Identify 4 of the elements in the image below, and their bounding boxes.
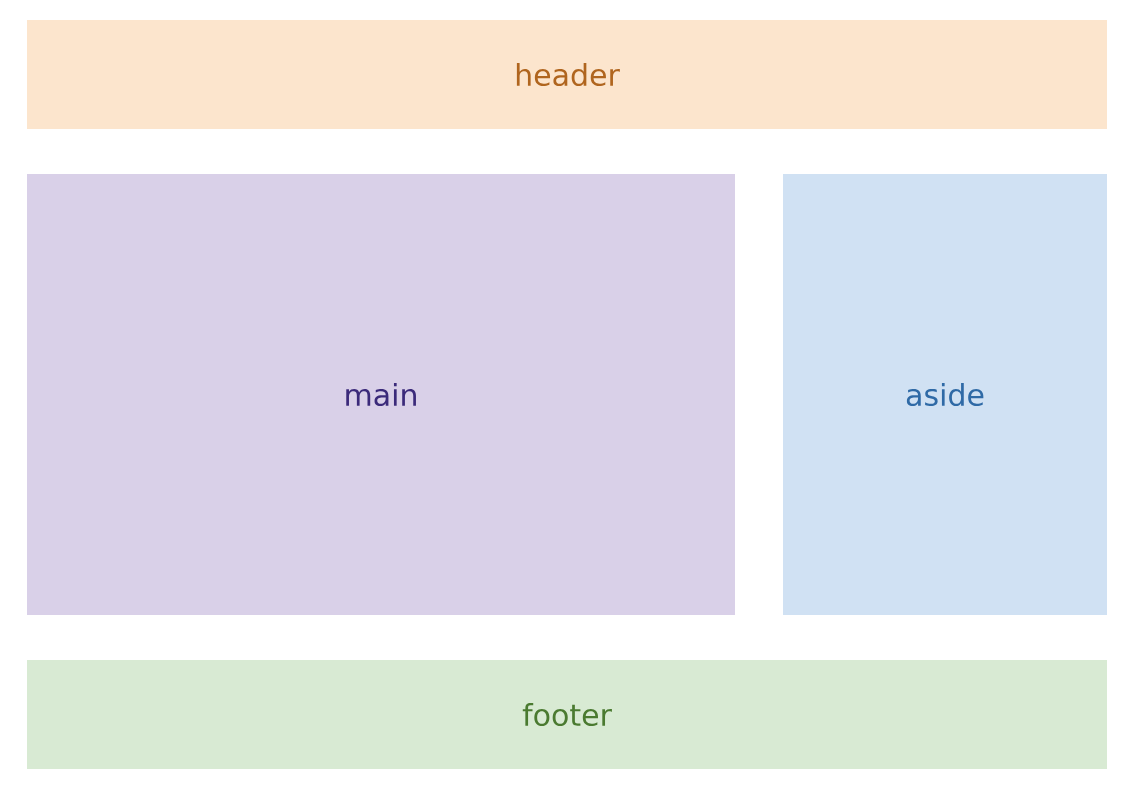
header-band: header bbox=[27, 20, 1107, 129]
footer-band: footer bbox=[27, 660, 1107, 769]
content-area: main bbox=[27, 174, 735, 615]
sidebar-panel: aside bbox=[783, 174, 1107, 615]
